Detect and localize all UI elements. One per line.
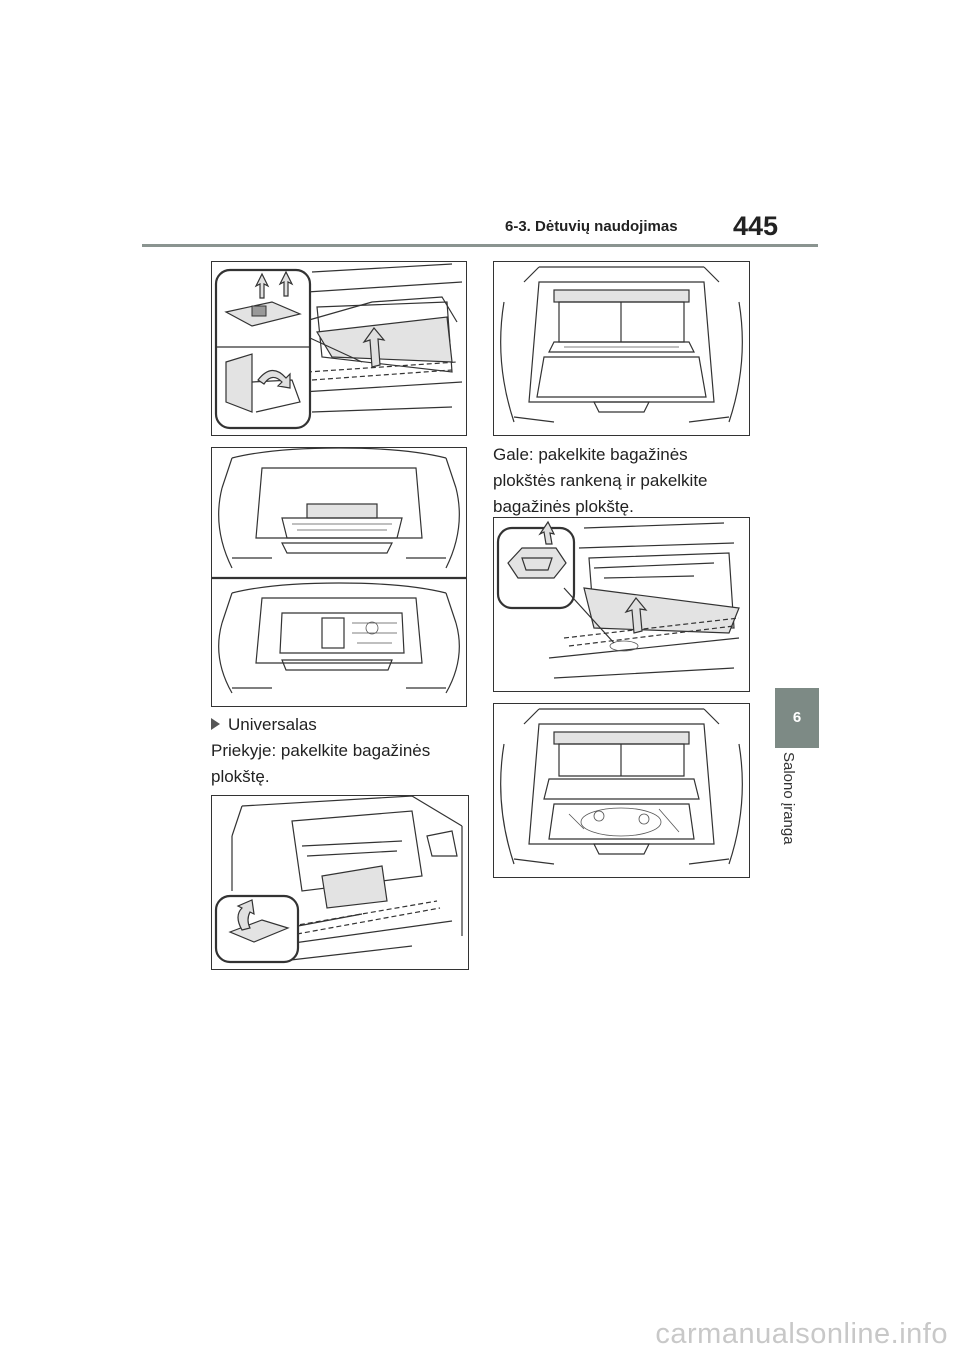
chapter-number-tab: 6 <box>775 688 819 748</box>
subheading-universal: Universalas <box>211 712 317 738</box>
subheading-universal-text: Universalas <box>228 715 317 734</box>
triangle-bullet-icon <box>211 718 220 730</box>
chapter-title-label: Salono įranga <box>780 752 797 845</box>
wagon-cargo-area-rear-view-illustration <box>493 261 750 436</box>
section-title: 6-3. Dėtuvių naudojimas <box>505 218 678 235</box>
rear-instruction-text: Gale: pakelkite bagažinės plokštės ranke… <box>493 445 708 516</box>
header-divider <box>142 244 818 247</box>
page-number: 445 <box>733 211 779 241</box>
wagon-rear-deck-board-handle-illustration <box>493 517 750 692</box>
hatchback-deck-board-lift-illustration <box>211 261 467 436</box>
watermark: carmanualsonline.info <box>655 1318 948 1350</box>
front-instruction-text: Priekyje: pakelkite bagažinės plokštę. <box>211 741 431 786</box>
wagon-front-deck-board-lift-illustration <box>211 795 469 970</box>
wagon-underfloor-storage-illustration <box>493 703 750 878</box>
hatchback-underfloor-storage-illustration <box>211 447 467 707</box>
